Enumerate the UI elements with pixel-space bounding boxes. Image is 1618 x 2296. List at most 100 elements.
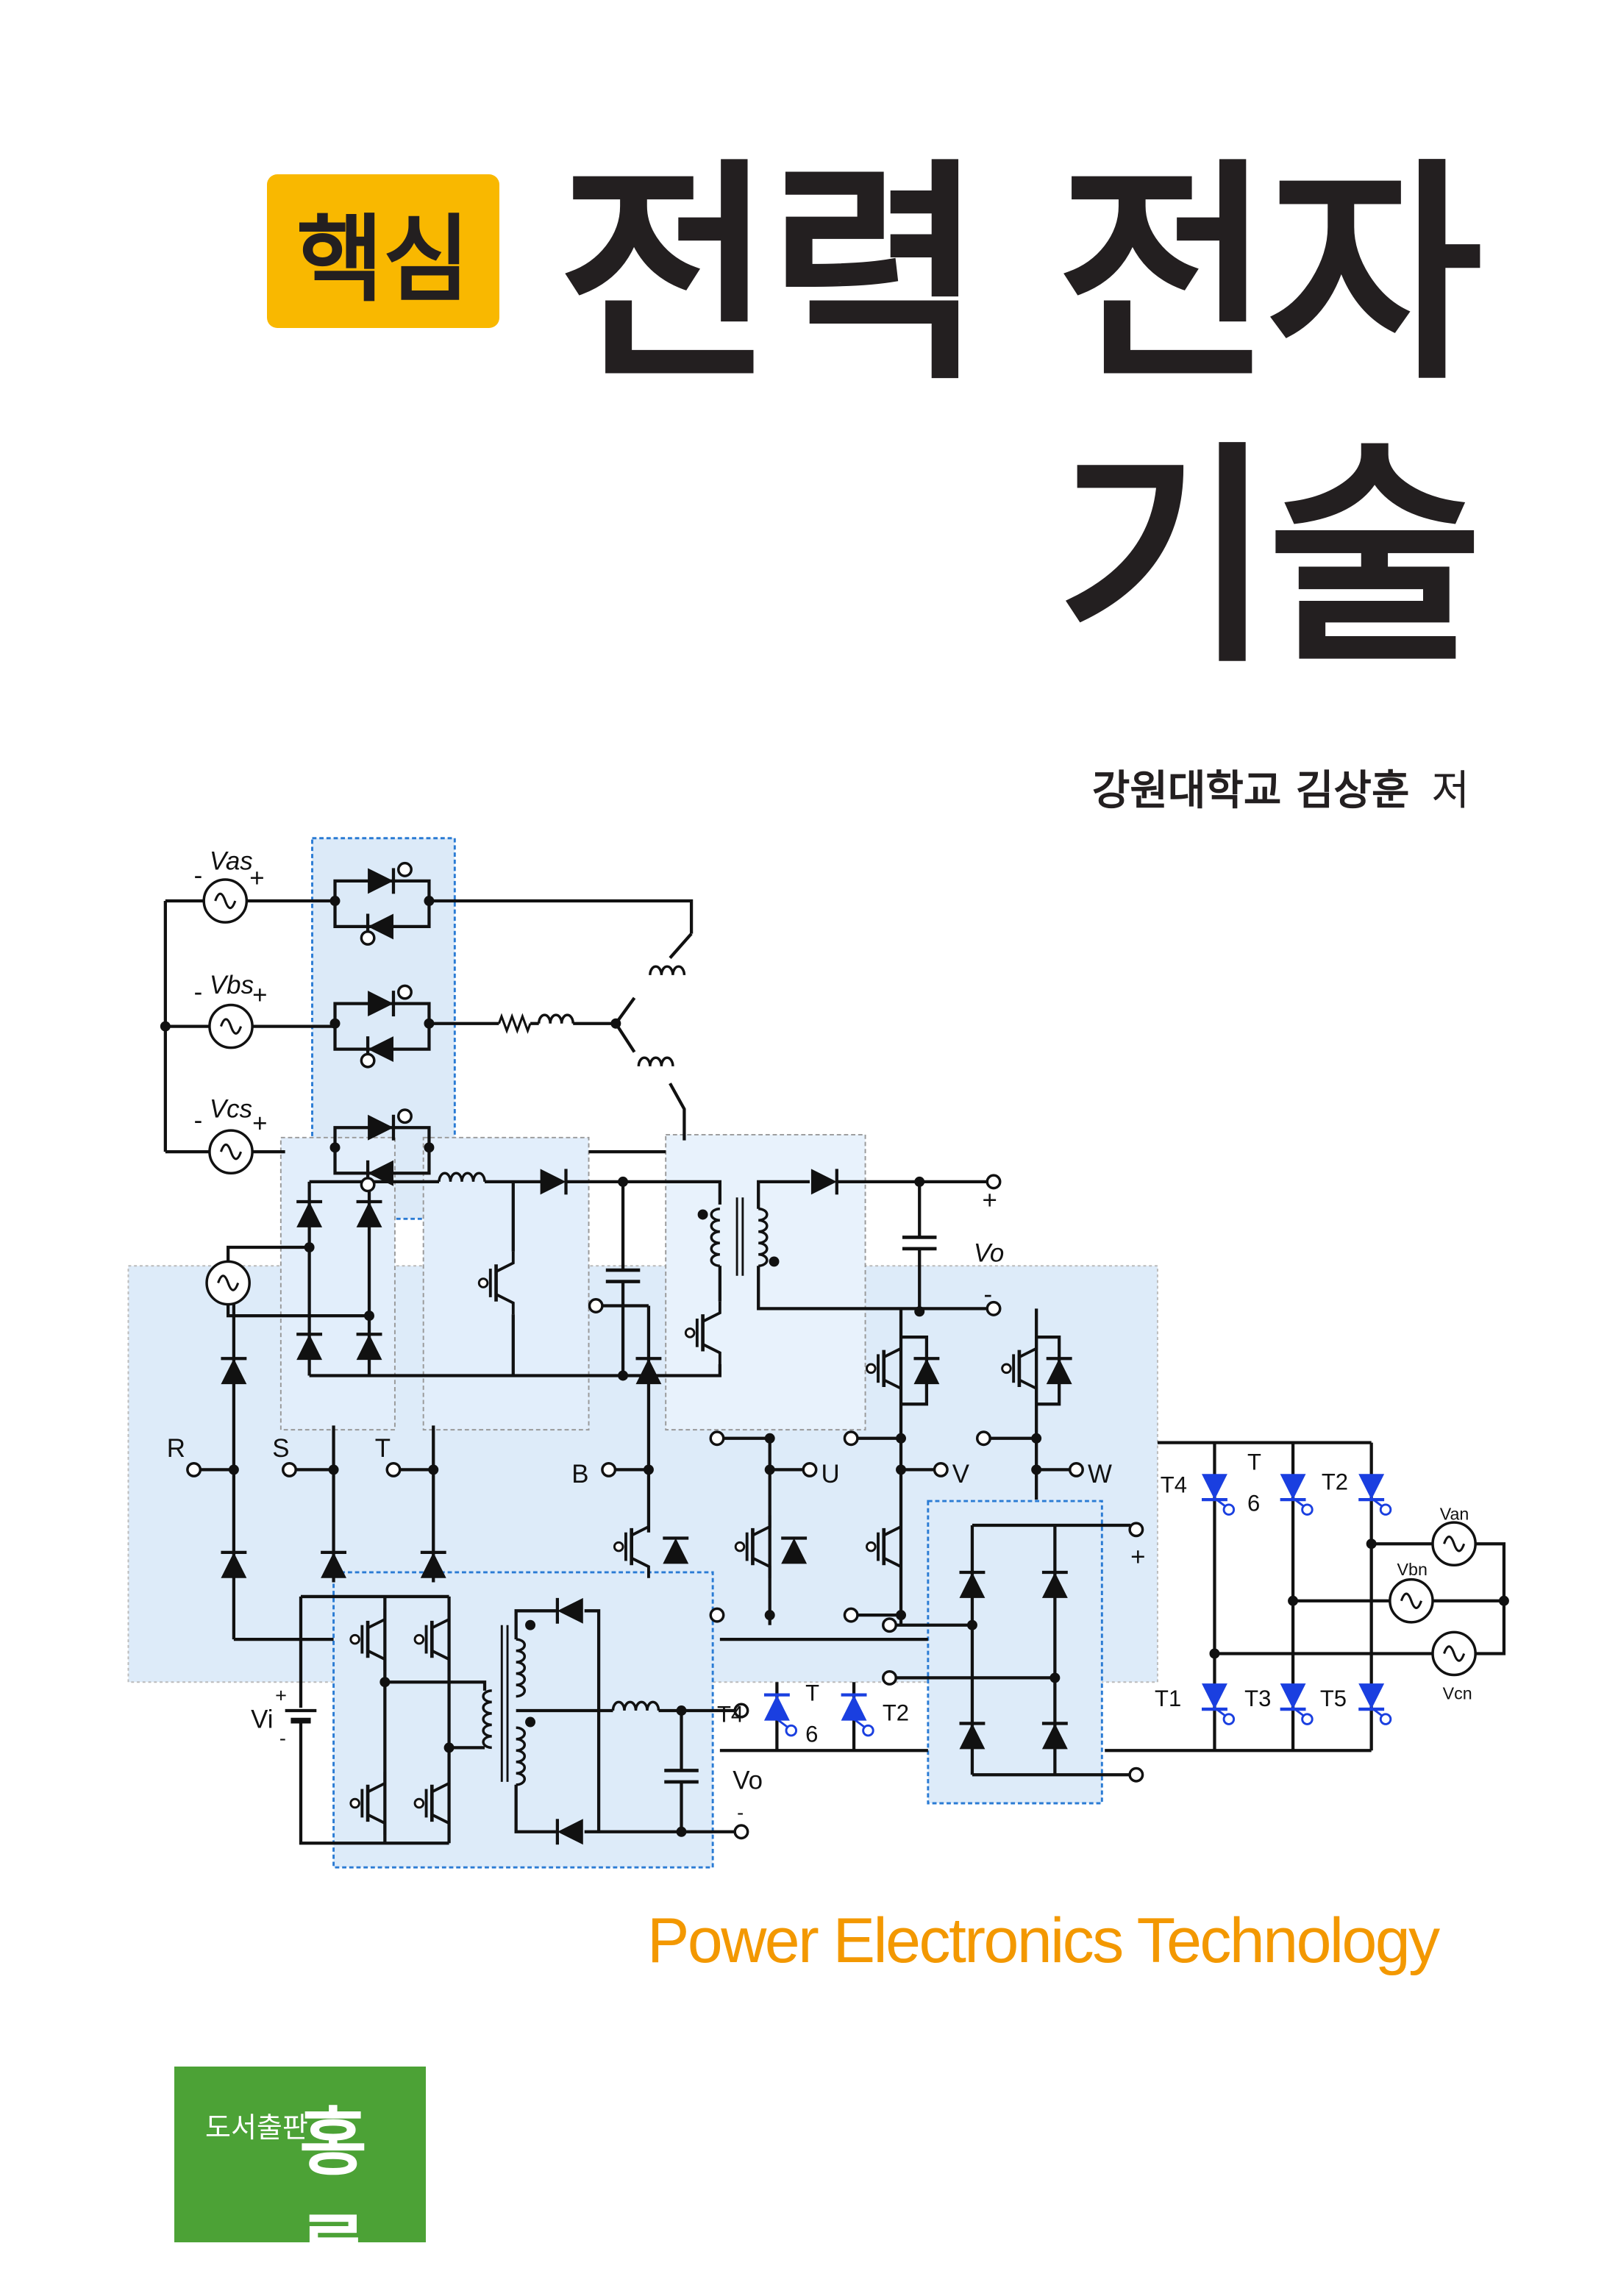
resistor-symbol [497,1013,532,1034]
transistor-switch-symbol [1001,1337,1038,1400]
diode-triangle [296,1202,323,1227]
junction-dot [443,1742,455,1753]
terminal-circle [843,1607,859,1623]
wire [566,1180,721,1205]
publisher-logo: 도서출판 홍릉 [174,2067,426,2292]
emitter-lead [1019,1378,1038,1400]
diode-triangle [635,1358,662,1385]
diode-symbol [221,1357,247,1385]
emitter-lead [431,1649,451,1671]
diode-symbol [959,1570,986,1598]
transistor-switch-symbol [413,1772,451,1835]
label-vas: Vas [210,846,253,875]
label-vo-bottom-minus: - [737,1800,744,1823]
label-u: U [821,1460,839,1489]
junction-dot [764,1464,775,1475]
junction-dot [328,1464,339,1475]
diode-triangle [368,1160,393,1186]
diode-symbol [356,1199,382,1227]
diode-triangle [1358,1683,1385,1710]
transistor-switch-symbol [413,1608,451,1671]
diode-symbol [1280,1683,1306,1711]
publisher-prefix: 도서출판 [205,2111,308,2144]
panel-dual-bridge [927,1500,1103,1805]
gate-terminal [684,1327,696,1338]
capacitor-symbol [605,1268,641,1283]
junction-dot [896,1433,907,1444]
junction-dot [428,1464,439,1475]
junction-dot [424,896,435,907]
terminal-circle [1128,1522,1144,1538]
collector-lead [431,1608,451,1630]
sine-wave [217,1274,240,1291]
gate-terminal [477,1277,489,1288]
label-vas-minus: - [194,861,203,890]
terminal-circle [882,1669,897,1686]
diode-triangle [1202,1474,1227,1500]
label-t6-bottom: 6 [1247,1491,1260,1516]
diode-triangle [1041,1723,1068,1750]
label-t6-mid-bottom: 6 [805,1722,818,1747]
collector-lead [883,1337,902,1359]
transistor-switch-symbol [613,1515,650,1578]
label-t6-mid-top: T [805,1680,819,1705]
terminal-circle [986,1300,1002,1316]
diode-triangle [1280,1683,1306,1710]
label-van: Van [1440,1504,1469,1523]
terminal-circle [360,1177,376,1193]
label-t4-mid: T4 [717,1702,744,1728]
transistor-switch-symbol [866,1337,902,1400]
emitter-lead [883,1378,902,1400]
junction-dot [764,1433,775,1444]
diode-triangle [959,1723,986,1750]
thyristor-gate-lead [1214,1497,1227,1508]
junction-dot [1498,1595,1509,1606]
diode-symbol [555,1819,583,1845]
junction-dot [160,1021,171,1032]
label-bridge-plus: + [1130,1542,1145,1571]
label-t4: T4 [1161,1472,1187,1497]
terminal-circle [397,1108,413,1124]
junction-dot [228,1464,239,1475]
label-vcs-minus: - [194,1106,203,1135]
transformer-coil [710,1207,720,1267]
thyristor-gate-lead [1370,1706,1384,1717]
panel-rectifier [279,1136,396,1431]
terminal-circle [397,984,413,1000]
capacitor-symbol [664,1769,699,1784]
collector-lead [431,1772,451,1794]
author-name: 강원대학교 김상훈 [1091,767,1410,815]
junction-dot [896,1610,907,1621]
junction-dot [618,1176,629,1187]
terminal-circle [360,1052,376,1069]
core-badge: 핵심 [267,174,499,328]
wire [757,1266,987,1311]
inductor-symbol [637,1056,674,1066]
diode-triangle [420,1552,446,1578]
diode-symbol [959,1722,986,1750]
sine-wave [1443,1535,1466,1552]
label-vcs-plus: + [252,1109,267,1138]
thyristor-gate [1301,1713,1314,1725]
gate-terminal [413,1633,425,1645]
diode-triangle [913,1358,940,1385]
gate-terminal [1001,1363,1012,1375]
wire [669,1083,686,1141]
label-vcn: Vcn [1443,1683,1472,1703]
label-b: B [571,1460,588,1489]
label-vcs: Vcs [210,1095,252,1124]
terminal-circle [709,1607,725,1623]
emitter-lead [367,1649,387,1671]
terminal-circle [975,1430,991,1447]
terminal-circle [397,861,413,877]
ac-source-icon [208,1003,254,1049]
terminal-circle [733,1824,749,1840]
diode-symbol [555,1597,583,1624]
thyristor-gate [1222,1503,1236,1516]
diode-symbol [1202,1683,1227,1711]
gate-terminal [349,1797,360,1809]
sine-wave [1443,1645,1466,1662]
label-t2-mid: T2 [883,1700,909,1726]
diode-symbol [221,1550,247,1578]
thyristor-gate-lead [1370,1497,1384,1508]
